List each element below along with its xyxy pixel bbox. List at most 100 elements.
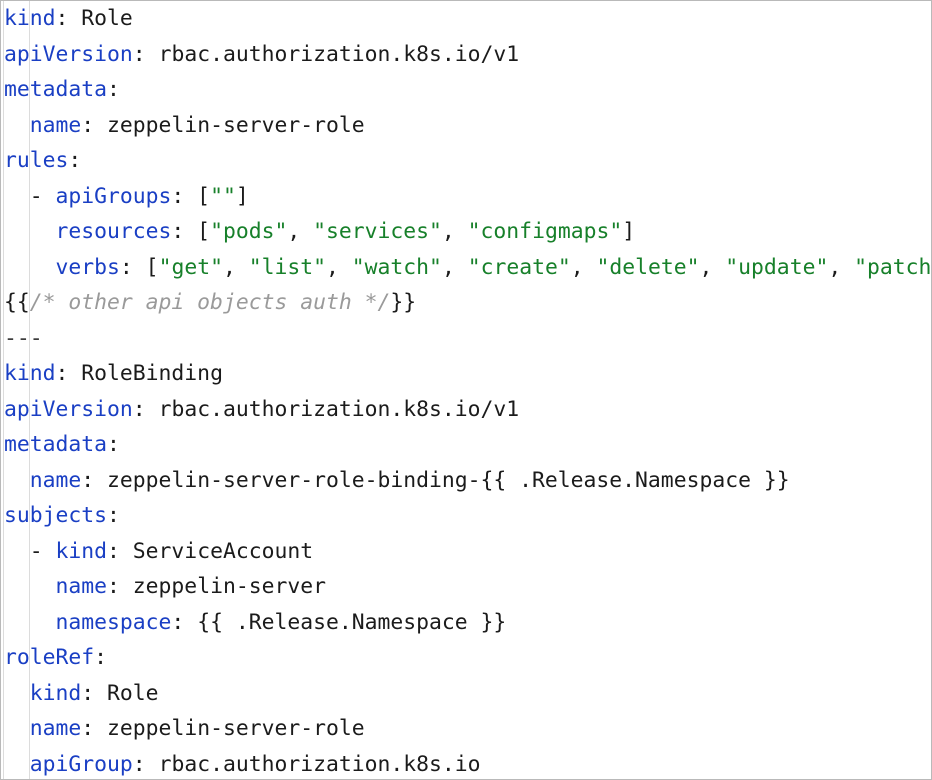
token-punct: :	[81, 680, 108, 706]
token-punct: :	[94, 645, 108, 670]
token-str: "patch"	[854, 254, 932, 280]
token-plain	[4, 681, 30, 706]
token-punct: : [	[171, 219, 211, 244]
token-key: roleRef	[4, 645, 95, 670]
token-str: "pods"	[210, 219, 288, 244]
token-plain: rbac.authorization.k8s.io/v1	[158, 396, 520, 422]
token-punct: :	[107, 574, 133, 599]
token-key: name	[55, 574, 108, 599]
code-line[interactable]: kind: Role	[1, 676, 931, 712]
token-punct: -	[4, 183, 56, 209]
token-punct: ,	[570, 254, 597, 280]
token-punct: ,	[287, 219, 314, 244]
token-punct: :	[68, 148, 82, 173]
token-plain: rbac.authorization.k8s.io/v1	[158, 41, 520, 67]
code-line[interactable]: metadata:	[1, 72, 931, 108]
token-punct: :	[132, 396, 159, 422]
token-punct: :	[55, 361, 82, 386]
token-key: kind	[4, 361, 56, 386]
token-key: apiVersion	[4, 396, 133, 422]
token-sep: ---	[4, 325, 43, 351]
token-delim: }}	[390, 290, 417, 315]
token-punct: :	[107, 503, 120, 528]
code-line[interactable]: roleRef:	[1, 640, 931, 676]
token-plain: Role	[81, 6, 133, 31]
token-punct: :	[107, 432, 120, 457]
token-plain	[4, 113, 30, 138]
token-str: "watch"	[351, 254, 442, 280]
token-key: resources	[55, 219, 172, 244]
token-str: "services"	[313, 219, 442, 244]
token-plain: ServiceAccount	[132, 538, 314, 564]
code-line[interactable]: - kind: ServiceAccount	[1, 534, 931, 570]
code-line[interactable]: apiGroup: rbac.authorization.k8s.io	[1, 747, 931, 780]
code-line[interactable]: resources: ["pods", "services", "configm…	[1, 214, 931, 250]
token-plain	[4, 468, 30, 493]
token-punct: ,	[326, 254, 352, 280]
code-line[interactable]: {{/* other api objects auth */}}	[1, 285, 931, 321]
token-key: kind	[4, 6, 56, 31]
code-line[interactable]: kind: RoleBinding	[1, 356, 931, 392]
token-punct: ,	[441, 254, 468, 280]
token-key: namespace	[55, 609, 172, 635]
token-plain	[4, 255, 56, 280]
code-line[interactable]: subjects:	[1, 498, 931, 534]
token-plain: {{ .Release.Namespace }}	[197, 609, 507, 635]
token-plain: rbac.authorization.k8s.io	[158, 751, 481, 777]
token-delim: {{	[4, 290, 30, 315]
token-punct: :	[107, 77, 120, 102]
token-plain: zeppelin-server	[132, 574, 326, 599]
token-punct: :	[132, 41, 159, 67]
code-line[interactable]: verbs: ["get", "list", "watch", "create"…	[1, 250, 931, 286]
token-punct: ,	[222, 254, 249, 280]
token-plain	[4, 219, 56, 244]
token-key: name	[29, 467, 82, 493]
token-key: kind	[29, 680, 82, 706]
token-plain: Role	[107, 680, 159, 706]
code-line[interactable]: apiVersion: rbac.authorization.k8s.io/v1	[1, 37, 931, 73]
code-line[interactable]: rules:	[1, 143, 931, 179]
token-comment: /* other api objects auth */	[29, 290, 391, 315]
code-line[interactable]: name: zeppelin-server-role	[1, 711, 931, 747]
token-punct: :	[81, 467, 108, 493]
token-punct: :	[81, 716, 108, 741]
token-str: "get"	[158, 254, 223, 280]
code-line[interactable]: name: zeppelin-server-role-binding-{{ .R…	[1, 463, 931, 499]
token-punct: ,	[699, 254, 726, 280]
token-punct: :	[107, 538, 133, 564]
token-key: name	[29, 716, 82, 741]
token-punct: ]	[622, 219, 636, 244]
code-line[interactable]: metadata:	[1, 427, 931, 463]
token-plain	[4, 610, 56, 635]
token-punct: :	[81, 112, 108, 138]
code-line[interactable]: ---	[1, 321, 931, 357]
token-str: "list"	[248, 254, 327, 280]
code-line[interactable]: namespace: {{ .Release.Namespace }}	[1, 605, 931, 641]
code-line[interactable]: name: zeppelin-server-role	[1, 108, 931, 144]
token-key: apiGroups	[55, 183, 172, 209]
token-key: apiGroup	[29, 751, 133, 777]
code-line[interactable]: kind: Role	[1, 1, 931, 37]
token-punct: :	[171, 609, 198, 635]
token-punct: -	[4, 538, 56, 564]
token-plain	[4, 716, 30, 741]
token-key: metadata	[4, 77, 108, 102]
code-line[interactable]: apiVersion: rbac.authorization.k8s.io/v1	[1, 392, 931, 428]
token-plain: zeppelin-server-role	[107, 112, 365, 138]
token-punct: ,	[828, 254, 855, 280]
token-key: name	[29, 112, 82, 138]
token-str: "configmaps"	[467, 219, 623, 244]
token-plain: RoleBinding	[81, 361, 223, 386]
token-punct: : [	[171, 183, 211, 209]
token-key: verbs	[55, 254, 120, 280]
token-plain	[4, 752, 30, 777]
token-punct: :	[55, 6, 82, 31]
code-line[interactable]: - apiGroups: [""]	[1, 179, 931, 215]
token-punct: ]	[235, 183, 249, 209]
token-plain: zeppelin-server-role	[107, 716, 365, 741]
token-key: rules	[4, 148, 69, 173]
code-line[interactable]: name: zeppelin-server	[1, 569, 931, 605]
token-key: kind	[55, 538, 108, 564]
